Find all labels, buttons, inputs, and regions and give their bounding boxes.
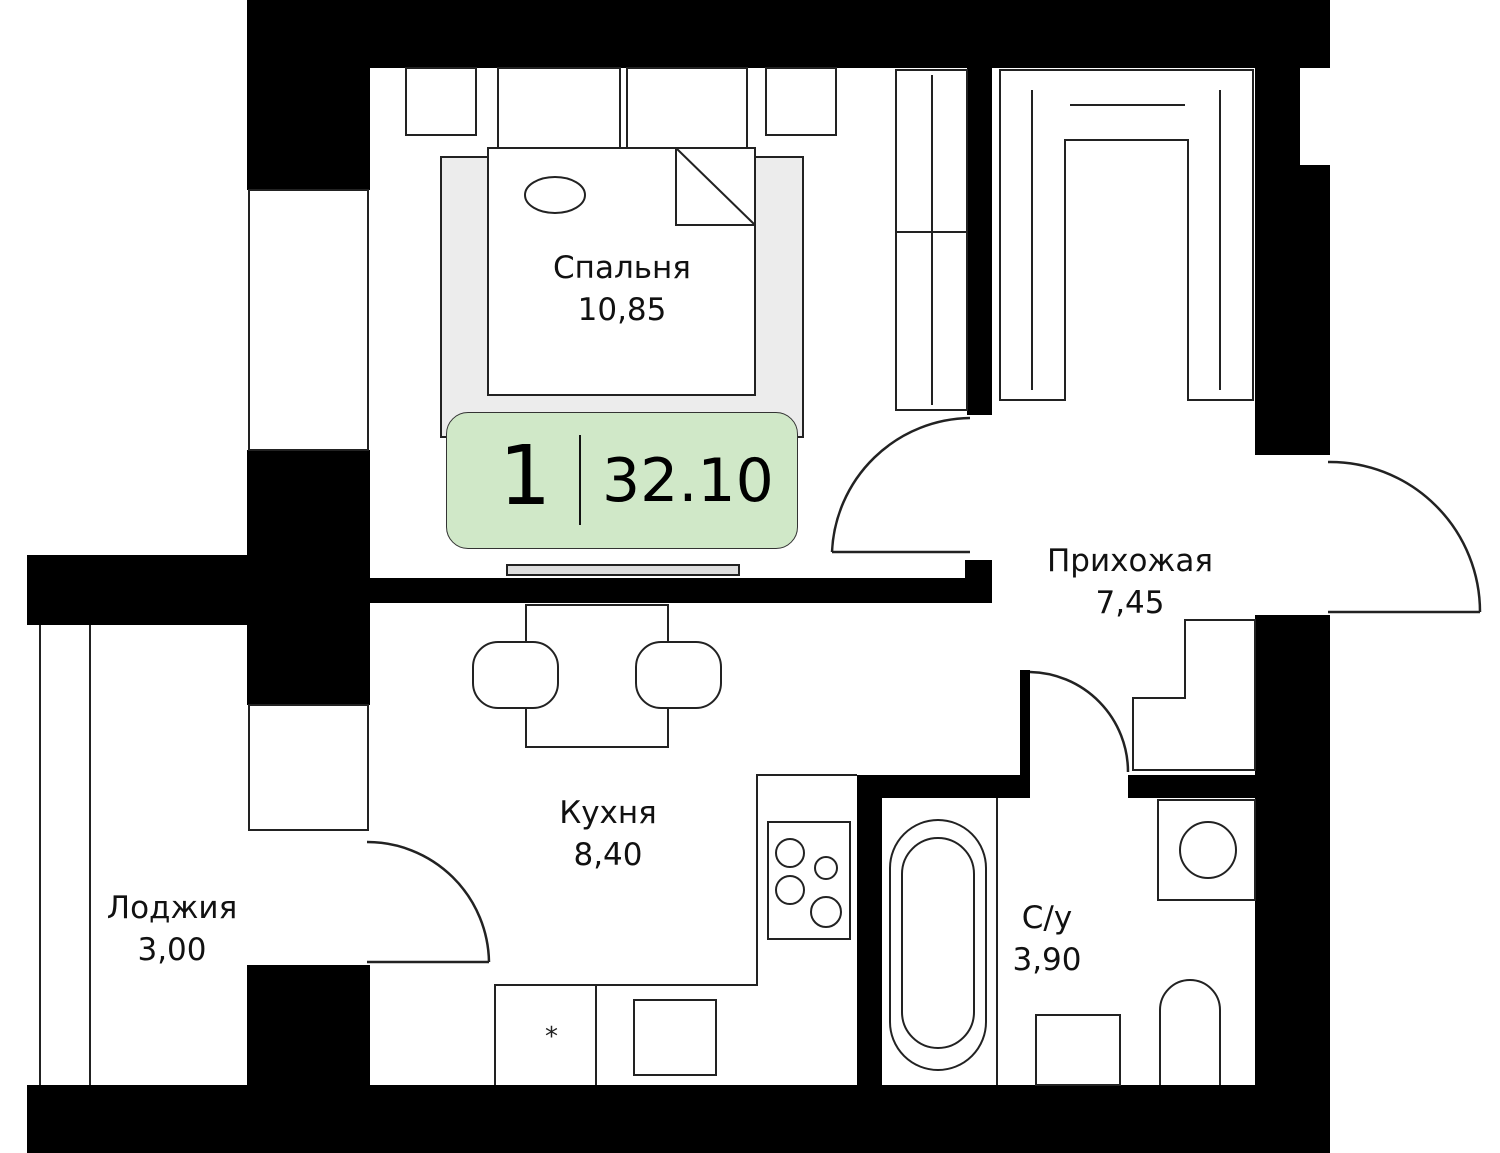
room-label-loggia: Лоджия 3,00: [107, 887, 237, 971]
room-count: 1: [499, 429, 552, 524]
room-label-hallway: Прихожая 7,45: [1047, 540, 1213, 624]
walls: [27, 0, 1330, 1153]
room-name: Лоджия: [106, 890, 238, 926]
windows: [39, 189, 369, 1085]
badge-divider: [579, 435, 581, 525]
room-name: С/у: [1021, 900, 1073, 936]
bed: [405, 67, 837, 438]
room-label-bedroom: Спальня 10,85: [553, 247, 691, 331]
total-area: 32.10: [602, 446, 774, 516]
dining-table: [472, 604, 722, 748]
room-area: 8,40: [573, 837, 643, 873]
room-area: 3,00: [137, 932, 207, 968]
room-area: 7,45: [1095, 585, 1165, 621]
room-name: Спальня: [553, 250, 691, 286]
svg-text:*: *: [545, 1022, 558, 1052]
room-name: Кухня: [559, 795, 657, 831]
room-name: Прихожая: [1046, 543, 1214, 579]
room-area: 10,85: [577, 292, 667, 328]
bathroom-fixtures: [889, 798, 1256, 1086]
room-label-bathroom: С/у 3,90: [1012, 897, 1081, 981]
apartment-badge: 1 32.10: [446, 412, 798, 549]
room-area: 3,90: [1012, 942, 1082, 978]
doors: [366, 416, 1482, 964]
wardrobes: [895, 69, 1256, 771]
kitchen-unit: *: [494, 774, 857, 1085]
tv-icon: [506, 564, 740, 576]
room-label-kitchen: Кухня 8,40: [559, 792, 657, 876]
